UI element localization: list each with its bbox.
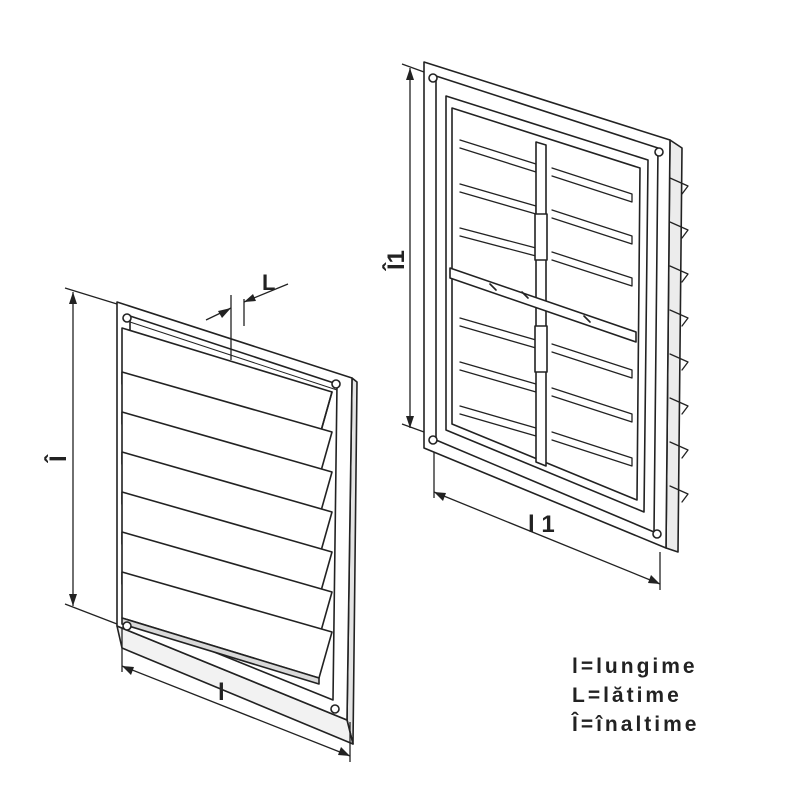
right-grille-hinges	[669, 177, 689, 503]
legend-item-height: Î=înaltime	[572, 713, 700, 736]
screw-icon	[331, 379, 341, 389]
legend-item-length: l=lungime	[572, 655, 698, 678]
right-shutter-grille	[423, 61, 689, 553]
left-grille-screws	[122, 313, 341, 714]
screw-icon	[428, 435, 438, 445]
left-length-label: l	[218, 679, 225, 706]
right-grille-screws	[428, 73, 664, 539]
right-height-label: Î1	[382, 250, 410, 271]
rail-clip	[534, 325, 548, 373]
left-height-label: Î	[44, 454, 72, 463]
screw-icon	[122, 621, 132, 631]
screw-icon	[652, 529, 662, 539]
right-length-label: l 1	[528, 511, 555, 538]
right-grille-horizontal-rail	[449, 267, 637, 343]
screw-icon	[654, 147, 664, 157]
screw-icon	[428, 73, 438, 83]
left-width-label: L	[262, 270, 275, 295]
louver-blade	[121, 571, 333, 685]
rail-clip	[534, 213, 548, 261]
screw-icon	[122, 313, 132, 323]
right-dimension-lines	[401, 63, 661, 590]
screw-icon	[330, 704, 340, 714]
left-dimension-lines	[64, 283, 351, 762]
left-grille-louvers	[121, 327, 333, 685]
legend: l=lungime L=lătime Î=înaltime	[572, 652, 699, 739]
left-louvered-grille	[116, 301, 358, 745]
legend-item-width: L=lătime	[572, 684, 682, 707]
